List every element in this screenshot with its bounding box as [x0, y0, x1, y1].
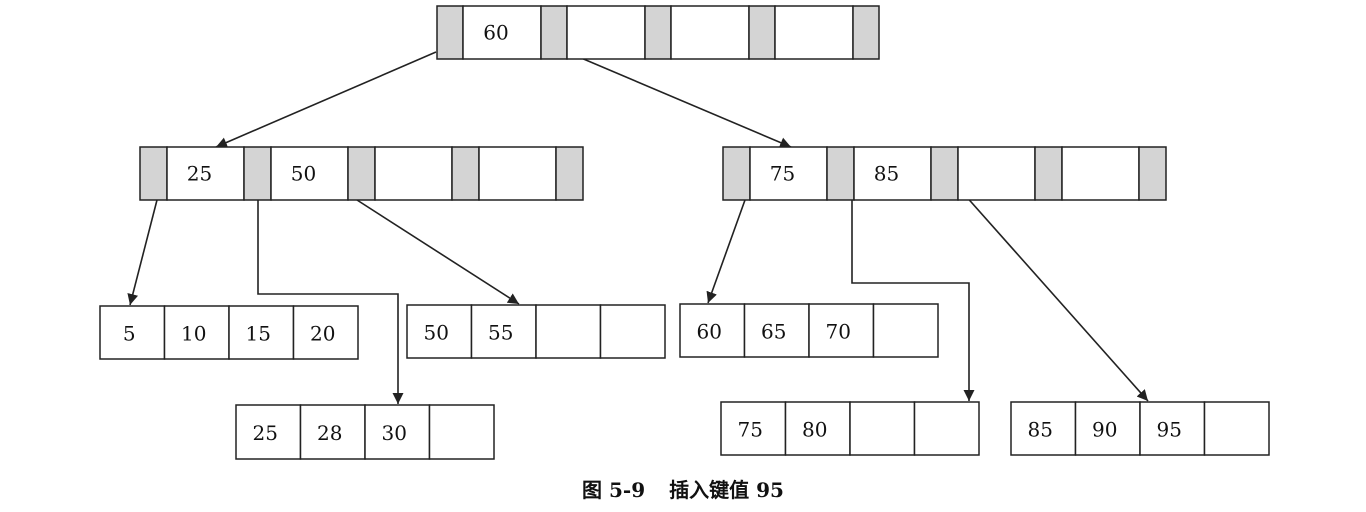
key-cell: [478, 146, 557, 201]
leaf-key-label: 65: [761, 320, 786, 344]
figure-number: 图 5-9: [582, 478, 646, 502]
leaf-key-label: 25: [253, 421, 278, 445]
key-cell: [374, 146, 453, 201]
leaf-key-label: 30: [382, 421, 407, 445]
leaf-key-label: 95: [1157, 418, 1182, 442]
pointer-cell: [722, 146, 751, 201]
edge-right-to-leaf-4: [706, 199, 746, 304]
leaf-key-cell: [872, 303, 939, 358]
edge-right-to-leaf-6: [955, 184, 1149, 402]
leaf-key-cell: [99, 305, 166, 360]
leaf-key-cell: [1139, 401, 1206, 456]
leaf-key-label: 28: [317, 421, 342, 445]
key-label: 60: [483, 21, 508, 45]
leaf-key-cell: [1203, 401, 1270, 456]
internal-node-internal-left: 25 50: [139, 146, 584, 201]
edge-left-to-leaf-2: [257, 200, 404, 404]
leaf-key-cell: [292, 305, 359, 360]
leaf-key-cell: [679, 303, 746, 358]
pointer-cell: [436, 5, 464, 60]
key-label: 50: [291, 162, 316, 186]
leaf-node-leaf-1: 5 10 15 20: [99, 305, 359, 360]
leaf-key-cell: [743, 303, 810, 358]
leaf-key-label: 75: [738, 418, 763, 442]
leaf-key-cell: [299, 404, 366, 460]
leaf-key-label: 20: [310, 322, 335, 346]
leaf-node-leaf-5: 75 80: [720, 401, 980, 456]
key-label: 75: [770, 162, 795, 186]
figure-caption: 图 5-9 插入键值 95: [0, 474, 1366, 503]
leaf-key-label: 60: [697, 320, 722, 344]
key-cell: [670, 5, 750, 60]
leaf-key-cell: [364, 404, 431, 460]
leaf-key-label: 90: [1092, 418, 1117, 442]
leaf-node-leaf-4: 60 65 70: [679, 303, 939, 358]
pointer-cell: [930, 146, 959, 201]
pointer-edges: [127, 51, 1149, 404]
pointer-cell: [826, 146, 855, 201]
leaf-key-cell: [406, 304, 473, 359]
leaf-node-leaf-2: 25 28 30: [235, 404, 495, 460]
internal-node-internal-right: 75 85: [722, 146, 1167, 201]
leaf-key-label: 50: [424, 321, 449, 345]
leaf-node-leaf-3: 50 55: [406, 304, 666, 359]
leaf-key-cell: [599, 304, 666, 359]
edge-root-to-left: [215, 51, 437, 148]
internal-node-root: 60: [436, 5, 880, 60]
key-cell: [462, 5, 542, 60]
pointer-cell: [1138, 146, 1167, 201]
key-label: 25: [187, 162, 212, 186]
leaf-key-label: 80: [802, 418, 827, 442]
leaf-key-label: 5: [123, 322, 136, 346]
pointer-cell: [139, 146, 168, 201]
leaf-key-cell: [428, 404, 495, 460]
pointer-cell: [451, 146, 480, 201]
figure-title: 插入键值 95: [669, 478, 784, 502]
leaf-node-leaf-6: 85 90 95: [1010, 401, 1270, 456]
leaf-key-cell: [720, 401, 787, 456]
edge-right-to-leaf-5: [851, 200, 975, 401]
pointer-cell: [644, 5, 672, 60]
key-cell: [957, 146, 1036, 201]
leaf-key-cell: [808, 303, 875, 358]
edge-left-to-leaf-3: [356, 199, 520, 305]
leaf-key-cell: [228, 305, 295, 360]
pointer-cell: [748, 5, 776, 60]
leaf-key-cell: [535, 304, 602, 359]
key-cell: [1061, 146, 1140, 201]
leaf-key-cell: [784, 401, 851, 456]
pointer-cell: [1034, 146, 1063, 201]
edge-left-to-leaf-1: [127, 199, 158, 306]
leaf-key-cell: [913, 401, 980, 456]
key-label: 85: [874, 162, 899, 186]
tree-nodes: 60 25 50 75 85 5 10 15 20 25 28 30 50 55 60 65 70 75 80 85 9…: [99, 5, 1270, 460]
leaf-key-cell: [849, 401, 916, 456]
leaf-key-label: 55: [488, 321, 513, 345]
leaf-key-cell: [470, 304, 537, 359]
key-cell: [566, 5, 646, 60]
leaf-key-cell: [1010, 401, 1077, 456]
edge-root-to-right: [566, 51, 792, 148]
pointer-cell: [852, 5, 880, 60]
key-cell: [774, 5, 854, 60]
leaf-key-label: 70: [826, 320, 851, 344]
leaf-key-cell: [163, 305, 230, 360]
pointer-cell: [540, 5, 568, 60]
b-tree-diagram: 60 25 50 75 85 5 10 15 20 25 28 30 50 55 60 65 70 75 80 85 9…: [99, 5, 1270, 460]
leaf-key-label: 15: [246, 322, 271, 346]
pointer-cell: [555, 146, 584, 201]
leaf-key-label: 85: [1028, 418, 1053, 442]
leaf-key-label: 10: [181, 322, 206, 346]
pointer-cell: [347, 146, 376, 201]
key-cell: [166, 146, 245, 201]
pointer-cell: [243, 146, 272, 201]
